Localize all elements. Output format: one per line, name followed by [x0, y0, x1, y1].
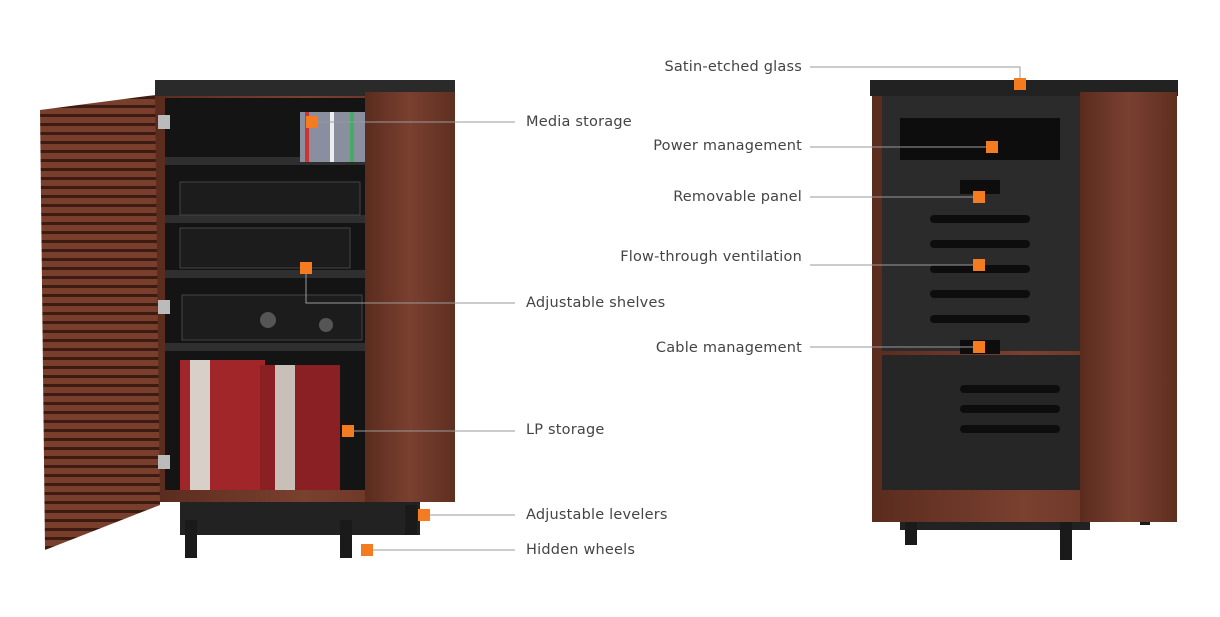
label-adjustable-levelers: Adjustable levelers — [526, 507, 668, 523]
label-cable-management: Cable management — [655, 340, 802, 356]
callout-markers — [300, 78, 1026, 556]
marker-cable-management — [973, 341, 985, 353]
marker-hidden-wheels — [361, 544, 373, 556]
label-satin-etched-glass: Satin-etched glass — [664, 59, 802, 75]
label-media-storage: Media storage — [526, 114, 632, 130]
marker-power-management — [986, 141, 998, 153]
audio-components — [179, 181, 363, 341]
label-hidden-wheels: Hidden wheels — [526, 542, 636, 558]
label-removable-panel: Removable panel — [673, 189, 802, 205]
marker-flow-through-ventilation — [973, 259, 985, 271]
marker-lp-storage — [342, 425, 354, 437]
marker-adjustable-shelves — [300, 262, 312, 274]
marker-media-storage — [306, 116, 318, 128]
marker-removable-panel — [973, 191, 985, 203]
label-adjustable-shelves: Adjustable shelves — [526, 295, 666, 311]
lp-records — [180, 360, 340, 490]
open-cabinet-front — [40, 80, 455, 558]
cabinet-back-view — [870, 80, 1178, 560]
marker-adjustable-levelers — [418, 509, 430, 521]
label-power-management: Power management — [653, 138, 802, 154]
marker-satin-etched-glass — [1014, 78, 1026, 90]
label-flow-through-ventilation: Flow-through ventilation — [620, 249, 802, 265]
label-lp-storage: LP storage — [526, 422, 605, 438]
